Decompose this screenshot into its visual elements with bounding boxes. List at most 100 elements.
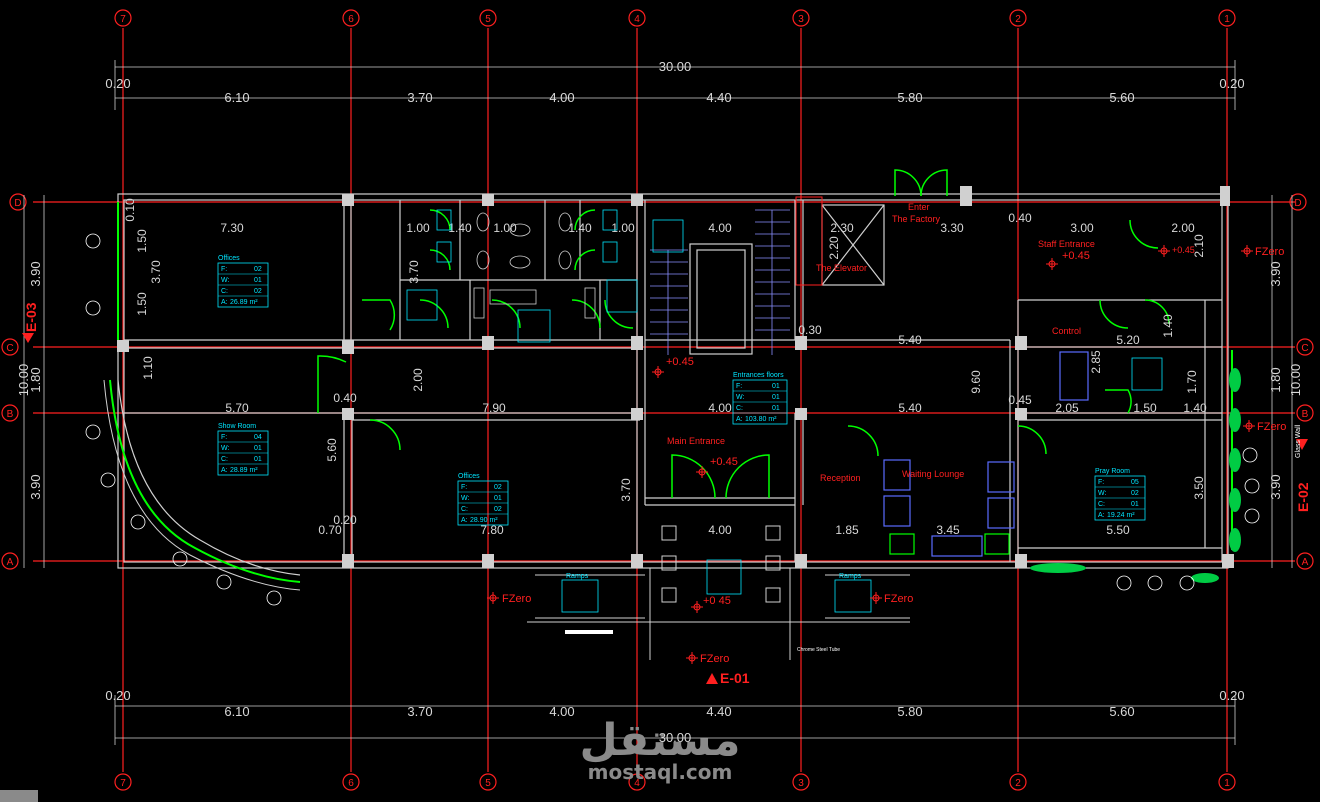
dim-left: 1.80 [28,367,43,392]
dim-span: 4.40 [706,90,731,105]
room-tag-pray-room: Pray Room F:05 W:02 C:01 A:19.24 m² [1094,468,1146,521]
svg-text:Offices: Offices [218,255,240,262]
grid-row-label: A [7,557,14,568]
interior-dim: 1.85 [835,523,859,537]
level-markers [487,245,1255,664]
level-label: +0.45 [1062,250,1090,262]
interior-dim: 5.40 [898,401,922,415]
svg-text:F:: F: [221,434,227,441]
grid-col-label: 4 [634,14,640,25]
grid-col-label: 1 [1224,14,1230,25]
svg-text:01: 01 [254,456,262,463]
svg-text:F:: F: [221,266,227,273]
svg-text:A:: A: [461,517,468,524]
grid-col-label: 4 [634,778,640,789]
interior-dim: 1.50 [1133,401,1157,415]
grid-col-label: 6 [348,14,354,25]
level-label: +0.45 [1172,245,1195,255]
svg-text:02: 02 [494,506,502,513]
label-elevator: The Elevator [816,263,867,273]
fzero-label: FZero [502,593,531,605]
watermark-latin: mostaql.com [588,760,733,784]
grid-row-label: B [7,409,14,420]
interior-dim: 3.70 [149,260,163,284]
svg-text:01: 01 [772,383,780,390]
interior-dim: 1.00 [611,221,635,235]
svg-text:Entrances floors: Entrances floors [733,372,784,379]
level-label: +0.45 [666,356,694,368]
interior-dim: 4.00 [708,221,732,235]
dim-left: 3.90 [28,261,43,286]
label-waiting-lounge: Waiting Lounge [902,469,964,479]
fzero-label: FZero [700,653,729,665]
svg-text:E-02: E-02 [1295,482,1311,512]
label-control: Control [1052,326,1081,336]
dim-span: 4.40 [706,704,731,719]
svg-text:C:: C: [461,506,468,513]
grid-col-label: 2 [1015,14,1021,25]
toilet-fixtures [473,212,596,319]
interior-dim: 5.40 [898,333,922,347]
svg-text:W:: W: [461,495,469,502]
svg-text:F:: F: [736,383,742,390]
svg-text:A:: A: [221,467,228,474]
grid-col-label: 7 [120,778,126,789]
svg-text:W:: W: [736,394,744,401]
dim-span: 5.60 [1109,704,1134,719]
grid-col-label: 5 [485,14,491,25]
interior-dim: 2.00 [411,368,425,392]
ramps-label: Ramps [566,573,589,580]
interior-dim: 7.80 [480,523,504,537]
grid-lines [33,28,1295,772]
dim-edge: 0.20 [1219,688,1244,703]
interior-dim: 9.60 [969,370,983,394]
svg-text:W:: W: [1098,490,1106,497]
interior-dim: 3.30 [940,221,964,235]
grid-row-label: C [6,343,13,354]
structural-columns [117,186,1234,568]
svg-text:02: 02 [254,288,262,295]
label-main-entrance: Main Entrance [667,436,725,446]
interior-dim: 1.50 [135,229,149,253]
grid-col-label: 7 [120,14,126,25]
svg-text:103.80 m²: 103.80 m² [745,416,777,423]
grid-col-label: 1 [1224,778,1230,789]
elevation-e01: E-01 [706,670,750,686]
chrome-steel-tube-label: Chrome Steel Tube [797,647,840,653]
interior-dim: 2.85 [1089,350,1103,374]
interior-dim: 0.45 [1008,393,1032,407]
grid-col-label: 3 [798,778,804,789]
entrance-step-marker [565,630,613,634]
interior-dim: 7.90 [482,401,506,415]
fzero-label: FZero [884,593,913,605]
svg-text:01: 01 [772,405,780,412]
curved-glass-wall [103,379,301,591]
interior-dim: 3.70 [407,260,421,284]
dim-span: 5.60 [1109,90,1134,105]
interior-dim: 7.30 [220,221,244,235]
window-tags [85,233,1260,606]
svg-text:Pray Room: Pray Room [1095,468,1130,475]
watermark-arabic: مستقل [580,715,741,766]
dim-overall: 30.00 [659,59,692,74]
interior-dim: 5.20 [1116,333,1140,347]
dim-edge: 0.20 [105,76,130,91]
svg-text:02: 02 [1131,490,1139,497]
svg-text:W:: W: [221,277,229,284]
dim-left-total: 10.00 [16,364,31,397]
interior-dim: 0.70 [318,523,342,537]
svg-text:Show Room: Show Room [218,423,256,430]
dim-span: 6.10 [224,704,249,719]
svg-text:01: 01 [494,495,502,502]
interior-dim: 4.00 [708,401,732,415]
interior-dim: 1.40 [448,221,472,235]
svg-text:01: 01 [254,277,262,284]
grid-col-label: 2 [1015,778,1021,789]
dim-span: 4.00 [549,704,574,719]
grid-col-label: 3 [798,14,804,25]
dim-span: 5.80 [897,90,922,105]
grid-row-label: A [1302,557,1309,568]
dim-span: 6.10 [224,90,249,105]
label-reception: Reception [820,473,861,483]
